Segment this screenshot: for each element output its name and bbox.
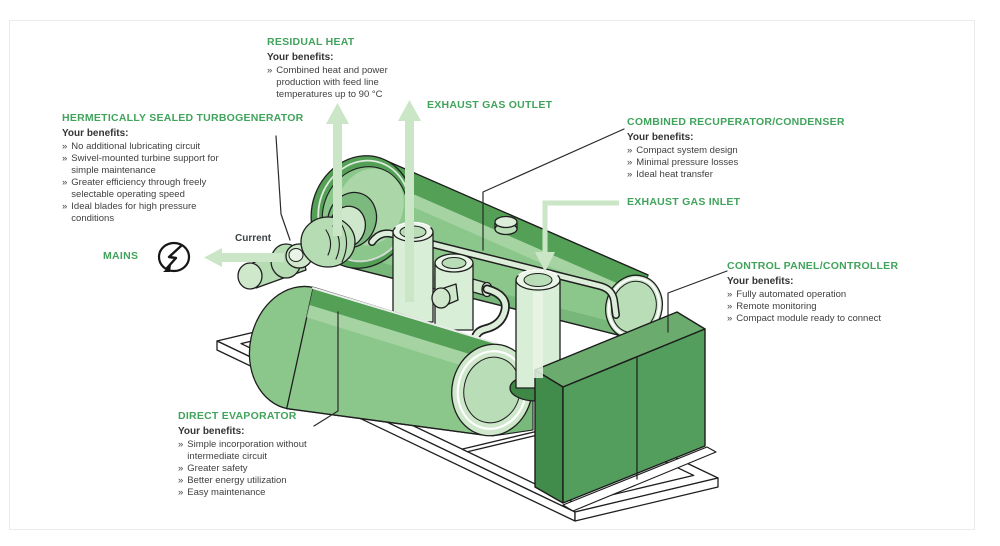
bullet-marker: »	[178, 487, 184, 498]
benefits-label: Your benefits:	[267, 52, 334, 63]
benefit-item: »Fully automated operation	[727, 289, 847, 300]
bullet-marker: »	[178, 475, 184, 486]
benefit-item: »Minimal pressure losses	[627, 157, 739, 168]
benefits-label: Your benefits:	[178, 426, 245, 437]
bullet-marker: »	[62, 153, 68, 164]
benefit-item: »Compact system design	[627, 145, 738, 156]
leader-control-panel	[667, 270, 728, 333]
turbogenerator-block: HERMETICALLY SEALED TURBOGENERATOR Your …	[62, 112, 303, 225]
leader-evaporator	[313, 311, 339, 427]
bullet-marker: »	[627, 145, 633, 156]
residual-heat-block: RESIDUAL HEAT Your benefits: »Combined h…	[267, 36, 406, 101]
bullet-marker: »	[178, 439, 184, 450]
leader-turbogenerator	[275, 135, 291, 241]
top-knob	[494, 215, 518, 236]
exhaust-gas-outlet-label: EXHAUST GAS OUTLET	[427, 99, 553, 111]
benefit-item: »Ideal heat transfer	[627, 169, 713, 180]
leader-lines	[275, 128, 728, 427]
control-panel-block: CONTROL PANEL/CONTROLLER Your benefits: …	[727, 260, 926, 325]
leader-recuperator	[482, 128, 625, 251]
benefits-label: Your benefits:	[62, 128, 129, 139]
recuperator-block: COMBINED RECUPERATOR/CONDENSER Your bene…	[627, 116, 845, 181]
benefit-item: »Greater safety	[178, 463, 248, 474]
bullet-marker: »	[62, 177, 68, 188]
mains-label: MAINS	[103, 250, 139, 262]
benefit-item: »Remote monitoring	[727, 301, 817, 312]
turbogenerator	[237, 191, 378, 290]
bullet-marker: »	[267, 65, 273, 76]
bullet-marker: »	[62, 141, 68, 152]
bullet-marker: »	[627, 169, 633, 180]
exhaust-outlet-arrow	[398, 100, 421, 302]
benefit-item: »Easy maintenance	[178, 487, 266, 498]
control-panel-heading: CONTROL PANEL/CONTROLLER	[727, 260, 899, 272]
recuperator-heading: COMBINED RECUPERATOR/CONDENSER	[627, 116, 845, 128]
benefit-item: »Ideal blades for high pressure conditio…	[62, 201, 197, 224]
transfer-pipe	[368, 229, 620, 319]
benefit-item: »Simple incorporation without intermedia…	[178, 439, 307, 462]
benefit-item: »Better energy utilization	[178, 475, 287, 486]
bullet-marker: »	[727, 313, 733, 324]
benefit-item: »Greater efficiency through freely selec…	[62, 177, 207, 200]
benefits-label: Your benefits:	[627, 132, 694, 143]
control-cabinet	[534, 311, 717, 512]
benefit-item: »No additional lubricating circuit	[62, 141, 201, 152]
bullet-marker: »	[727, 301, 733, 312]
direct-evaporator-cylinder	[248, 285, 534, 437]
exhaust-inlet-arrow	[533, 200, 619, 378]
evaporator-heading: DIRECT EVAPORATOR	[178, 410, 297, 422]
mains-current-arrow	[204, 248, 284, 267]
bullet-marker: »	[62, 201, 68, 212]
exhaust-gas-inlet-label: EXHAUST GAS INLET	[627, 196, 741, 208]
benefit-item: »Combined heat and power production with…	[267, 65, 388, 100]
mid-vessel	[431, 253, 493, 331]
residual-heat-heading: RESIDUAL HEAT	[267, 36, 355, 48]
residual-heat-arrow	[326, 103, 349, 236]
benefit-item: »Compact module ready to connect	[727, 313, 881, 324]
flow-arrows	[204, 100, 619, 378]
evaporator-block: DIRECT EVAPORATOR Your benefits: »Simple…	[178, 410, 327, 499]
bullet-marker: »	[178, 463, 184, 474]
turbogenerator-heading: HERMETICALLY SEALED TURBOGENERATOR	[62, 112, 304, 124]
current-label: Current	[235, 233, 272, 244]
benefits-label: Your benefits:	[727, 276, 794, 287]
bullet-marker: »	[627, 157, 633, 168]
benefit-item: »Swivel-mounted turbine support for simp…	[62, 153, 219, 176]
bullet-marker: »	[727, 289, 733, 300]
lightning-bolt-circle-icon	[157, 241, 191, 273]
